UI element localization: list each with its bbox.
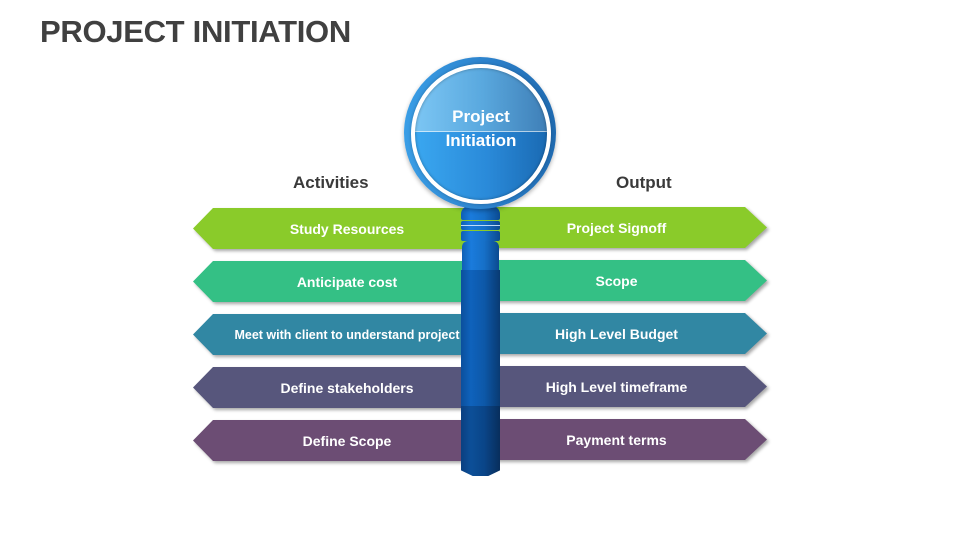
activity-arrow: Define stakeholders [193,367,483,408]
right-arrow-shape [480,207,767,248]
activity-label: Define stakeholders [280,379,414,396]
activity-label: Meet with client to understand project [234,327,460,342]
activity-arrow: Define Scope [193,420,483,461]
activity-label: Study Resources [289,220,405,237]
output-label: Scope [595,272,638,289]
left-arrow-shape [193,261,483,302]
output-arrow: Project Signoff [480,207,767,248]
output-heading: Output [616,173,672,192]
activities-heading: Activities [293,173,369,192]
left-arrow-shape [193,314,483,355]
center-label-line2: Initiation [445,131,517,150]
right-arrow-shape [480,419,767,460]
magnifier-handle-collar [461,206,500,220]
output-arrow: Payment terms [480,419,767,460]
left-arrow-shape [193,208,483,249]
output-arrow: Scope [480,260,767,301]
output-label: Payment terms [566,431,667,448]
activity-label: Anticipate cost [296,273,398,290]
left-arrow-shape [193,420,483,461]
magnifier-handle-end [461,406,500,476]
center-label-line1: Project [452,107,510,126]
output-label: High Level Budget [555,325,678,342]
right-arrow-shape [480,260,767,301]
left-arrow-shape [193,367,483,408]
magnifier-lens-ring [411,64,551,204]
right-arrow-shape [480,313,767,354]
magnifier-handle-collar [461,231,500,241]
activity-arrow: Study Resources [193,208,483,249]
right-arrow-shape [480,366,767,407]
activity-arrow: Anticipate cost [193,261,483,302]
activity-label: Define Scope [302,432,392,449]
handle-highlight [461,225,500,226]
output-arrow: High Level Budget [480,313,767,354]
center-label: Project Initiation [415,105,547,153]
output-label: Project Signoff [566,219,667,236]
output-label: High Level timeframe [545,378,688,395]
magnifier-handle-neck [462,241,499,271]
output-arrow: High Level timeframe [480,366,767,407]
magnifier-handle [461,270,500,408]
activity-arrow: Meet with client to understand project [193,314,483,355]
page-title: PROJECT INITIATION [40,14,351,49]
